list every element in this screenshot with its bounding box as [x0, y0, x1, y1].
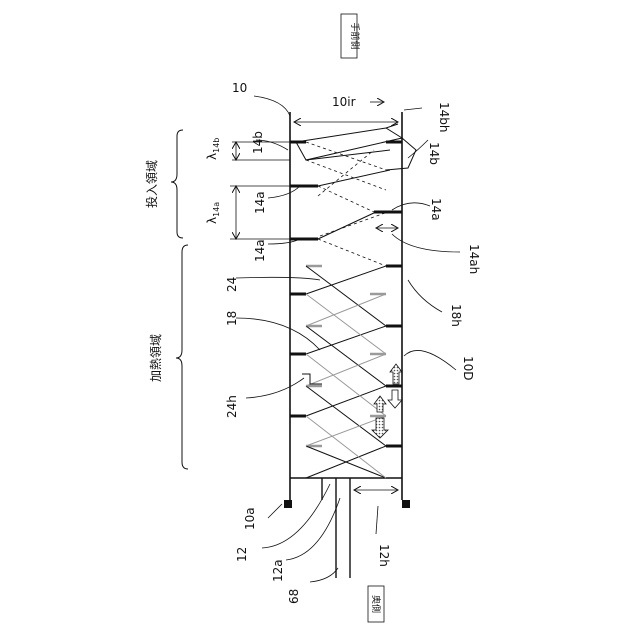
motion-arrow-up	[390, 364, 402, 384]
label-10ir: 10ir	[332, 95, 356, 109]
leader-18h	[408, 280, 442, 312]
right-blades	[386, 266, 402, 446]
label-10: 10	[232, 81, 247, 95]
helix-dashed-line	[318, 150, 374, 196]
end-mark-left	[284, 500, 292, 508]
helix-gray-line	[306, 354, 386, 386]
leader-10a	[268, 504, 282, 518]
label-24h: 24h	[225, 395, 239, 418]
leader-12a	[286, 498, 340, 560]
outlet-pipe	[322, 478, 350, 578]
label-14a-left-top: 14a	[253, 191, 267, 214]
leader-12h	[376, 506, 378, 534]
label-24: 24	[225, 277, 239, 292]
motion-arrow-double	[374, 390, 402, 412]
label-14ah: 14ah	[467, 244, 481, 274]
heating-region-brace	[176, 245, 188, 469]
helix-dashed-line	[318, 186, 374, 212]
input-helix	[306, 150, 390, 239]
helix-dashed-line	[318, 239, 386, 266]
leader-68	[310, 568, 338, 582]
label-68: 68	[287, 589, 301, 604]
label-14a-left-bottom: 14a	[253, 239, 267, 262]
label-14bh: 14bh	[437, 102, 451, 133]
leader-14b-right	[408, 140, 428, 158]
helix-dashed-line	[306, 142, 386, 170]
front-side-label: 手前側	[349, 22, 361, 49]
left-blades	[290, 294, 306, 416]
leader-14a-left-top	[268, 186, 300, 198]
heating-region-label: 加熱領域	[148, 334, 163, 382]
back-side-label-box: 奥側	[368, 586, 384, 622]
leader-24	[236, 277, 320, 280]
label-18: 18	[225, 311, 239, 326]
motion-arrow-down	[372, 418, 388, 438]
helix-dashed-line	[320, 212, 388, 236]
label-12h: 12h	[377, 544, 391, 567]
leader-18	[236, 318, 320, 350]
label-18h: 18h	[449, 304, 463, 327]
lambda-14b-label: λ14b	[205, 138, 221, 160]
helix-gray-line	[306, 294, 386, 354]
helix-line	[306, 326, 386, 386]
leader-10	[254, 96, 290, 116]
label-10D: 10D	[461, 356, 475, 381]
helix-line	[306, 266, 386, 326]
cylinder-body	[290, 112, 402, 500]
helix-line	[318, 212, 376, 239]
label-12a: 12a	[271, 559, 285, 582]
label-10a: 10a	[243, 507, 257, 530]
label-12: 12	[235, 547, 249, 562]
leader-14a-right	[392, 203, 430, 210]
step-24h	[302, 374, 322, 384]
helix-gray-line	[306, 294, 386, 326]
input-region-brace	[171, 130, 183, 238]
helix-line	[306, 150, 390, 160]
helix-line	[306, 326, 386, 354]
back-side-label: 奥側	[370, 595, 382, 613]
leader-14bh	[404, 108, 422, 110]
label-14a-right: 14a	[429, 198, 443, 221]
helix-line	[306, 386, 386, 416]
front-side-label-box: 手前側	[341, 14, 361, 58]
end-mark-right	[402, 500, 410, 508]
label-14b-right: 14b	[427, 142, 441, 165]
leader-10D	[404, 350, 456, 370]
leader-24h	[246, 378, 304, 398]
input-region-label: 投入領域	[144, 160, 159, 208]
helix-line	[318, 170, 390, 186]
label-14b-top: 14b	[251, 131, 265, 154]
input-helix-dashed	[306, 142, 388, 266]
lambda-14a-label: λ14a	[205, 202, 221, 224]
